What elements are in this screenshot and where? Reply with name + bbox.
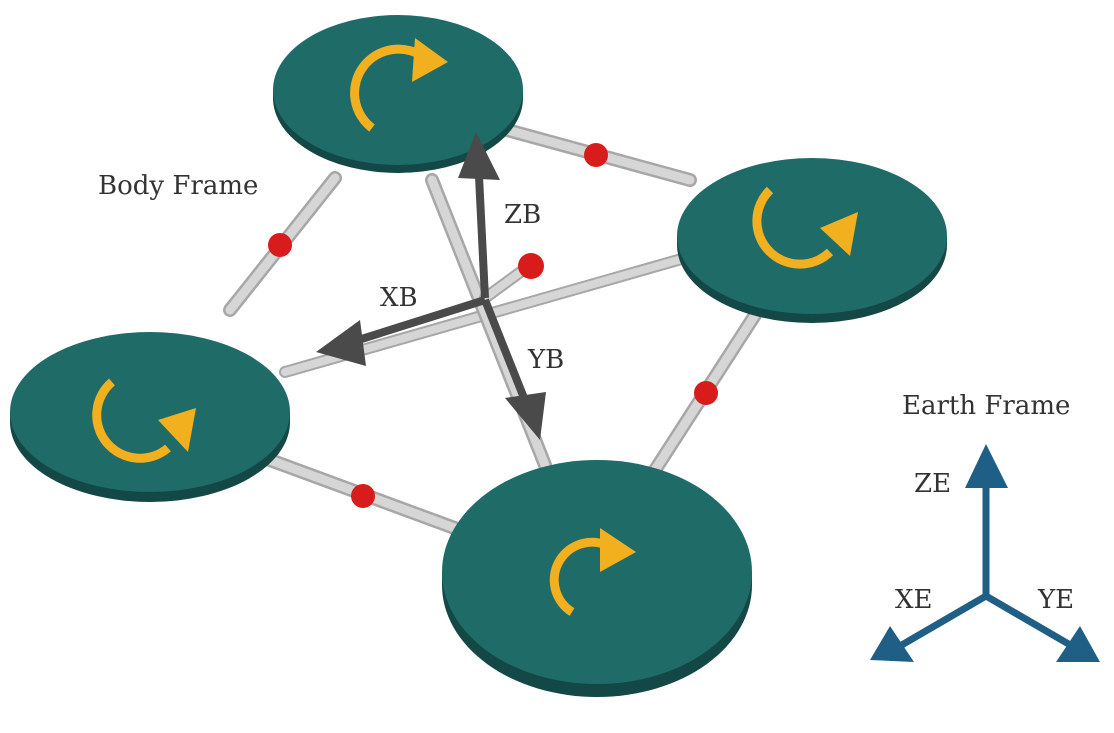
ze-arrowhead	[965, 444, 1008, 488]
joint-top-right	[584, 143, 608, 167]
earth-frame-axes	[870, 444, 1100, 662]
xe-arrowhead	[870, 626, 914, 662]
zb-label: ZB	[504, 200, 541, 230]
ye-label: YE	[1037, 585, 1074, 615]
yb-axis-arrow	[481, 298, 532, 410]
spin-arrow-icon	[752, 186, 858, 269]
frame-joints	[268, 143, 718, 508]
rotor-left	[10, 332, 290, 502]
zb-arrowhead	[458, 132, 500, 180]
spin-arrow-icon	[549, 528, 636, 616]
xe-axis-arrow	[898, 592, 988, 650]
xe-label: XE	[895, 585, 933, 615]
ze-label: ZE	[914, 469, 951, 499]
joint-top-left	[268, 233, 292, 257]
xb-arrowhead	[316, 320, 366, 366]
body-frame-axes	[316, 132, 546, 440]
yb-label: YB	[527, 345, 564, 375]
joint-left-bottom	[351, 484, 375, 508]
spin-arrow-icon	[350, 38, 448, 132]
spin-arrow-icon	[92, 378, 196, 463]
ye-axis-arrow	[984, 592, 1074, 650]
earth-frame-label: Earth Frame	[902, 391, 1070, 421]
yb-arrowhead	[505, 392, 546, 440]
body-frame-label: Body Frame	[98, 171, 258, 201]
rotor-bottom	[442, 460, 752, 697]
rotor-top	[273, 15, 523, 173]
xb-label: XB	[380, 283, 418, 313]
joint-right-bottom	[694, 381, 718, 405]
xb-axis-arrow	[350, 296, 487, 346]
zb-axis-arrow	[474, 155, 489, 299]
ye-arrowhead	[1056, 626, 1100, 662]
joint-center	[518, 253, 544, 279]
rotor-right	[677, 158, 947, 323]
